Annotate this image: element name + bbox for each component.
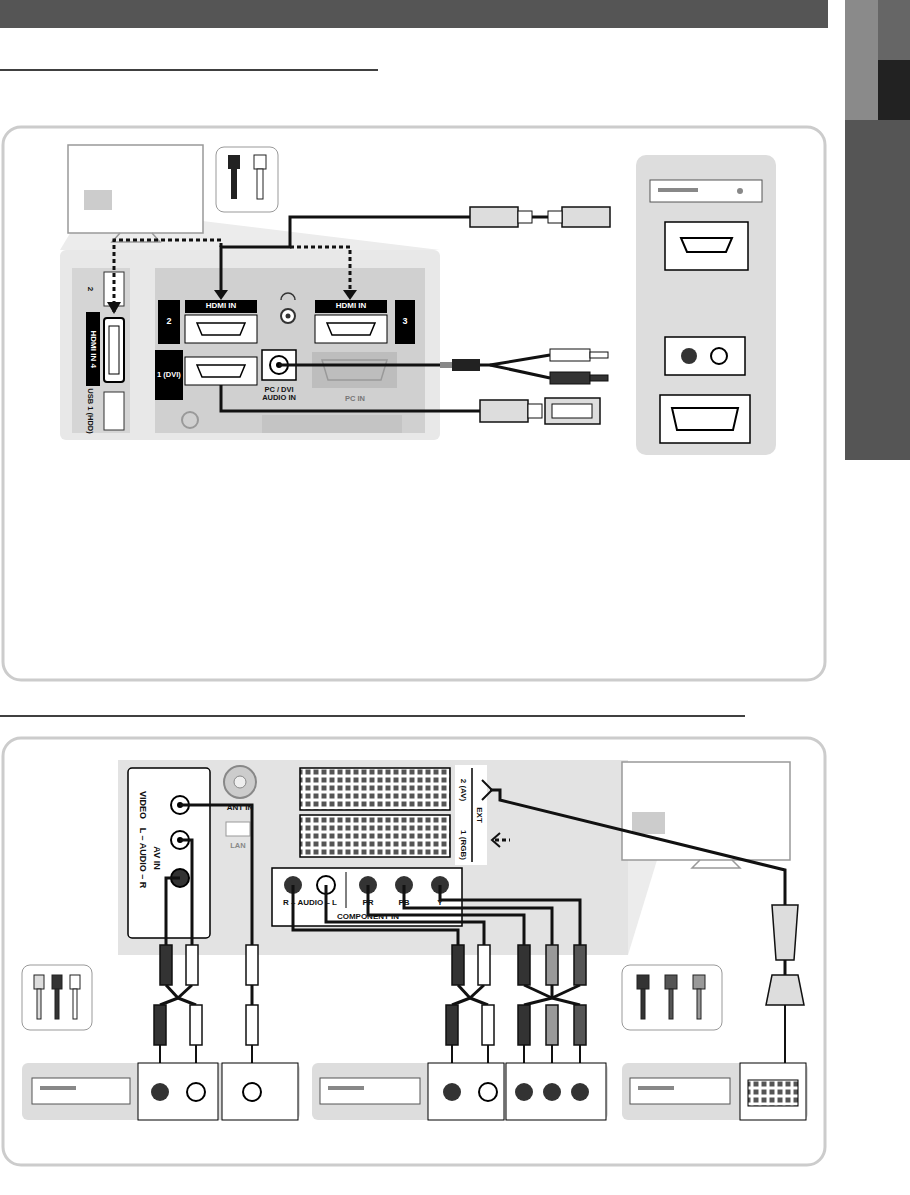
connector-label: USB 1 (HDD): [86, 388, 94, 433]
connector-label: PR: [362, 899, 373, 908]
port-label-text: HDMI IN: [336, 302, 367, 310]
connector-label: 2: [86, 287, 95, 291]
port-label-text: 3: [402, 317, 407, 326]
connector-label: EXT: [475, 807, 484, 823]
connector-label: ANT IN: [227, 804, 254, 813]
port-label-text: HDMI IN 4: [89, 330, 97, 367]
connector-label: PC IN: [345, 395, 365, 403]
port-label-text: 1 (DVI): [157, 371, 181, 379]
connector-label: 2 (AV): [459, 779, 468, 802]
connector-label: PB: [398, 899, 409, 908]
connector-label: L – AUDIO – R: [137, 828, 147, 889]
connector-label: R – AUDIO – L: [283, 899, 337, 908]
port-label-bar: HDMI IN 4: [86, 312, 100, 386]
connector-label: VIDEO: [137, 791, 147, 819]
connector-label: AV IN: [151, 846, 161, 869]
connector-label: PC / DVI AUDIO IN: [253, 386, 305, 403]
connector-label: 1 (RGB): [459, 830, 468, 860]
port-label-bar: 2: [158, 300, 180, 344]
connector-label: LAN: [230, 842, 245, 850]
port-label-text: HDMI IN: [206, 302, 237, 310]
port-label-text: 2: [166, 317, 171, 326]
port-label-bar: 3: [395, 300, 415, 344]
port-label-bar: 1 (DVI): [155, 350, 183, 400]
connector-label: Y: [437, 899, 442, 908]
connector-label: COMPONENT IN: [337, 913, 399, 922]
port-label-bar: HDMI IN: [315, 300, 387, 313]
port-label-bar: HDMI IN: [185, 300, 257, 313]
